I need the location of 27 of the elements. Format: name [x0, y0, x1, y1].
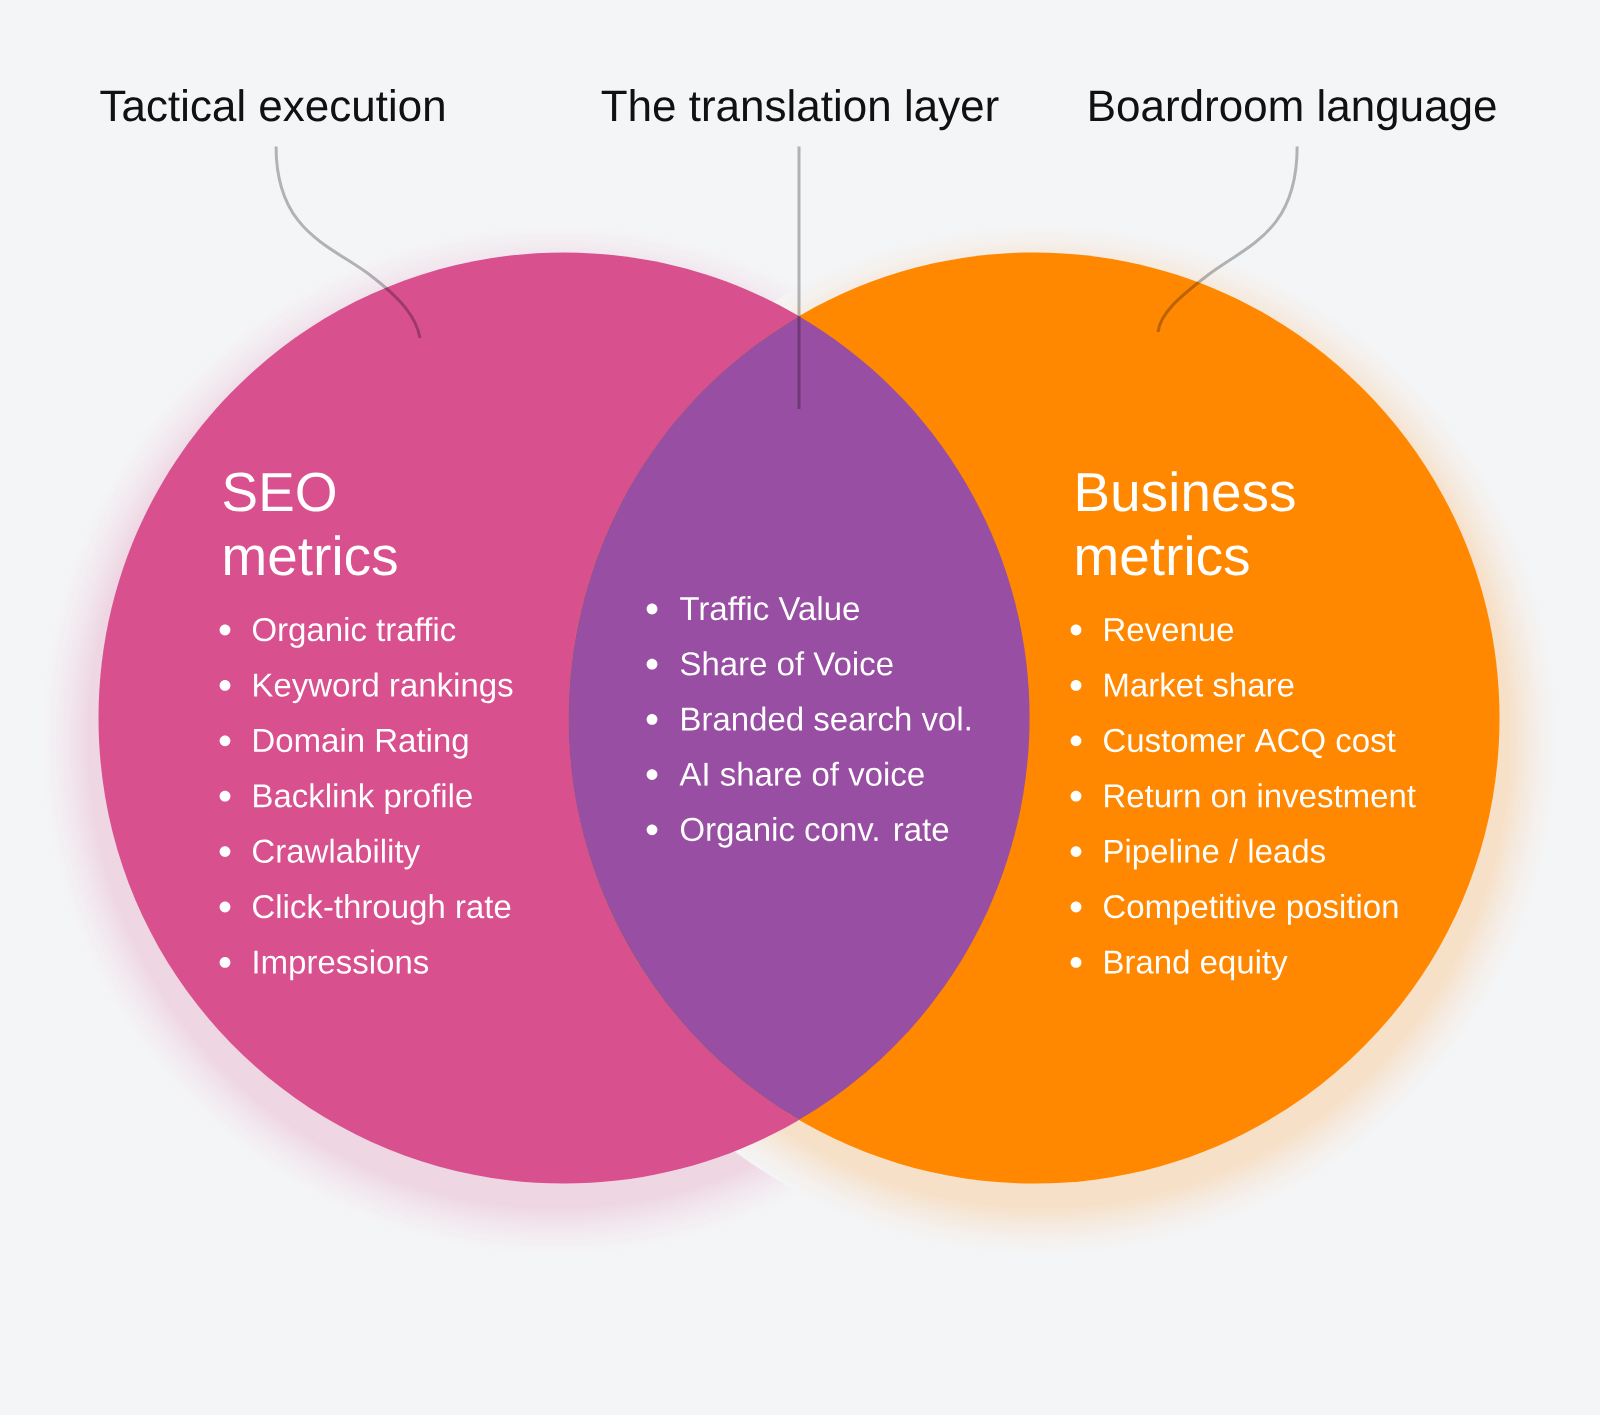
list-item: Organic conv. rate: [681, 816, 949, 848]
callout-label: Boardroom language: [1090, 89, 1496, 131]
leader-line: [1156, 146, 1299, 333]
callout-label: The translation layer: [601, 89, 999, 131]
leader-line: [797, 146, 801, 409]
list-item: Organic traffic: [253, 617, 456, 648]
list-item: Customer ACQ cost: [1104, 728, 1396, 759]
list-item: Competitive position: [1104, 894, 1398, 925]
list-item: Return on investment: [1105, 783, 1416, 808]
list-item: Backlink profile: [254, 783, 472, 815]
list-item: Branded search vol.: [682, 706, 970, 731]
callout-label: Tactical execution: [100, 89, 444, 122]
list-item: Revenue: [1105, 618, 1233, 642]
list-item: Pipeline / leads: [1105, 838, 1325, 870]
list-item: Brand equity: [1105, 949, 1288, 981]
circle-heading: Business metrics: [1077, 471, 1295, 576]
circle-heading: SEO metrics: [223, 472, 397, 576]
list-item: Market share: [1105, 672, 1294, 697]
list-item: Traffic Value: [680, 596, 859, 621]
list-item: Crawlability: [253, 838, 420, 870]
list-item: Share of Voice: [680, 651, 893, 676]
list-item: AI share of voice: [679, 761, 924, 786]
list-item: Domain Rating: [254, 727, 468, 759]
list-item: Keyword rankings: [254, 672, 513, 704]
list-item: Impressions: [254, 949, 429, 981]
leader-line: [274, 146, 422, 339]
list-item: Click-through rate: [253, 894, 511, 925]
